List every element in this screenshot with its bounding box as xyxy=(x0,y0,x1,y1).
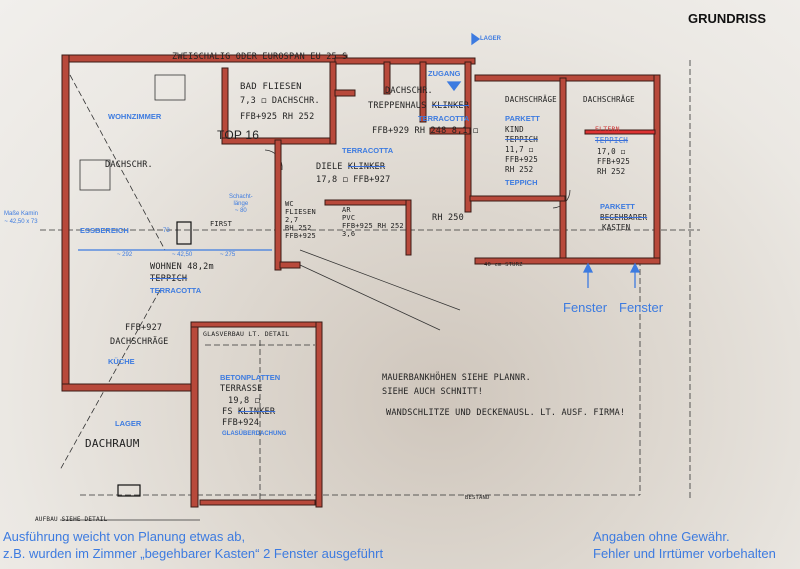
label: 17,0 ◻ xyxy=(597,147,626,156)
label: BESTAND xyxy=(465,495,490,501)
note: WANDSCHLITZE UND DECKENAUSL. LT. AUSF. F… xyxy=(386,408,626,418)
label: FFB+929 RH 248 8,1 ◻ xyxy=(372,126,479,136)
label: PVC xyxy=(342,214,356,222)
annotation: Schacht- xyxy=(229,194,253,200)
label: FS KLINKER xyxy=(222,407,275,417)
label: AR xyxy=(342,206,351,214)
label: TEPPICH xyxy=(595,136,629,145)
annotation: ~ 275 xyxy=(220,252,236,258)
annotation: TEPPICH xyxy=(505,178,538,187)
annotation: länge xyxy=(233,201,249,207)
label: KLINKER xyxy=(347,162,386,172)
annotation: ESSBEREICH xyxy=(80,226,129,235)
label: ELTERN xyxy=(595,125,620,133)
label: BAD FLIESEN xyxy=(240,82,302,92)
label: RH 252 xyxy=(285,224,312,232)
note: MAUERBANKHÖHEN SIEHE PLANNR. xyxy=(382,373,531,383)
label: DIELE xyxy=(316,162,343,172)
annotation: ~ 80 xyxy=(234,208,247,214)
annotation: ZUGANG xyxy=(428,69,461,78)
label: FFB+925 xyxy=(285,232,316,240)
annotation: KÜCHE xyxy=(108,357,135,366)
label: RH 252 xyxy=(597,167,626,176)
label: KIND xyxy=(505,125,524,134)
annotation: Maße Kamin ~ 42,50 x 73 xyxy=(4,210,38,226)
label: GLASVERBAU LT. DETAIL xyxy=(203,330,290,338)
annotation: Schacht-länge~ 80 xyxy=(229,194,253,215)
label: AUFBAU SIEHE DETAIL xyxy=(35,516,108,523)
label: ZWEISCHALIG ODER EUROSPAN EU 25 S xyxy=(172,52,348,62)
label: TOP 16 xyxy=(217,128,260,142)
label: DACHRAUM xyxy=(85,437,140,450)
label: DACHSCHRÄGE xyxy=(505,95,557,104)
label: BEGEHBARER xyxy=(600,213,648,222)
label: FFB+927 xyxy=(125,323,163,333)
label: 17,8 ◻ FFB+927 xyxy=(316,175,391,185)
label: FS xyxy=(222,407,233,417)
label: 19,8 ◻ xyxy=(228,396,260,406)
label: DIELE KLINKER xyxy=(316,162,385,172)
annotation: ~ 42,50 xyxy=(172,252,193,258)
annotation-fenster: Fenster xyxy=(619,300,664,315)
label: KLINKER xyxy=(237,407,276,417)
label: DACHSCHRÄGE xyxy=(583,95,635,104)
label: FIRST xyxy=(210,220,233,228)
footer-line: Angaben ohne Gewähr. xyxy=(593,529,730,544)
label: FFB+925 RH 252 xyxy=(342,222,404,230)
label: TEPPICH xyxy=(505,135,539,144)
title: GRUNDRISS xyxy=(688,11,767,26)
label: TEPPICH xyxy=(150,274,188,284)
label: KASTEN xyxy=(602,223,631,232)
annotation: PARKETT xyxy=(505,114,540,123)
annotation: TERRACOTTA xyxy=(418,114,470,123)
footer-line: Ausführung weicht von Planung etwas ab, xyxy=(3,529,246,544)
label: FLIESEN xyxy=(285,208,316,216)
annotation: ~ 292 xyxy=(117,252,133,258)
annotation: TERRACOTTA xyxy=(342,146,394,155)
label: TREPPENHAUS KLINKER xyxy=(368,101,469,111)
label: WOHNEN 48,2m xyxy=(150,262,214,272)
annotation: BETONPLATTEN xyxy=(220,373,281,382)
note: SIEHE AUCH SCHNITT! xyxy=(382,387,484,397)
label: 3,6 xyxy=(342,230,356,238)
label: FFB+925 xyxy=(597,157,631,166)
label: 40 cm STURZ xyxy=(484,262,523,268)
footer-line: z.B. wurden im Zimmer „begehbarer Kasten… xyxy=(3,546,384,561)
label: DACHSCHR. xyxy=(385,86,433,96)
label: DACHSCHRÄGE xyxy=(110,337,169,347)
annotation: GLASÜBERDACHUNG xyxy=(222,431,287,437)
annotation: LAGER xyxy=(480,36,501,42)
annotation: Maße Kamin xyxy=(4,211,39,217)
annotation-fenster: Fenster xyxy=(563,300,608,315)
label: DACHSCHR. xyxy=(105,160,153,170)
label: FFB+925 RH 252 xyxy=(240,112,315,122)
label: RH 252 xyxy=(505,165,534,174)
footer-line: Fehler und Irrtümer vorbehalten xyxy=(593,546,776,561)
label: 11,7 ◻ xyxy=(505,145,534,154)
annotation: LAGER xyxy=(115,419,142,428)
annotation: TERRACOTTA xyxy=(150,286,202,295)
annotation: WOHNZIMMER xyxy=(108,112,162,121)
label: TREPPENHAUS xyxy=(368,101,427,111)
annotation: 73 xyxy=(163,228,170,234)
label: 7,3 ◻ DACHSCHR. xyxy=(240,96,320,106)
annotation: ~ 42,50 x 73 xyxy=(4,219,38,225)
label: FFB+924 xyxy=(222,418,260,428)
label: TERRASSE xyxy=(220,384,263,394)
footer-note-right: Angaben ohne Gewähr. Fehler und Irrtümer … xyxy=(593,528,776,562)
label: RH 250 xyxy=(432,213,464,223)
annotation: PARKETT xyxy=(600,202,635,211)
footer-note-left: Ausführung weicht von Planung etwas ab, z… xyxy=(3,528,383,562)
label: KLINKER xyxy=(431,101,470,111)
label: 2,7 xyxy=(285,216,299,224)
label: FFB+925 xyxy=(505,155,539,164)
label: WC xyxy=(285,200,294,208)
